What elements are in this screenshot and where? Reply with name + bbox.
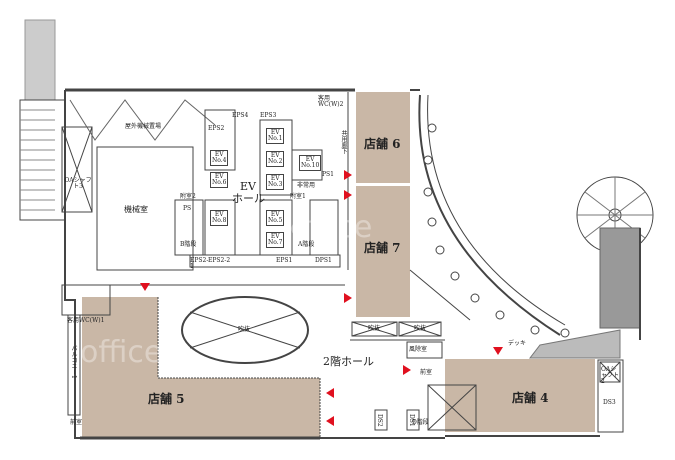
shaft-label: DS3	[603, 399, 616, 406]
anteroom1-label: 附室1	[290, 193, 306, 200]
elevator-label: EV	[214, 151, 224, 158]
oa-shaft3-label: OAシャフト3	[64, 177, 92, 190]
elevator-number: No.3	[268, 181, 283, 188]
void-label: 吹抜	[414, 325, 427, 332]
elevator-label: EV	[214, 211, 224, 218]
hall-label: 2階ホール	[323, 355, 374, 368]
store-7-area[interactable]	[356, 186, 410, 317]
elevator-label: EV	[214, 173, 224, 180]
shaft-label: EPS2	[208, 125, 225, 132]
store-6-area[interactable]	[356, 92, 410, 183]
deck-label: デッキ	[508, 340, 527, 347]
shaft-label: EPS3	[260, 112, 277, 119]
stair-d-label: D階段	[412, 419, 429, 426]
watermark: office	[290, 210, 373, 245]
balcony-label: バルコニー1	[70, 345, 77, 379]
elevator-label: EV	[270, 152, 280, 159]
elevator-number: No.8	[212, 217, 227, 224]
void-label: 吹抜	[238, 326, 251, 333]
store-4-area[interactable]	[445, 359, 595, 432]
shaft-label: DS1	[408, 414, 415, 427]
elevator-label: EV	[270, 175, 280, 182]
entrance-marker	[326, 416, 334, 426]
emergency-label: 非常用	[297, 182, 316, 189]
void-label: 吹抜	[368, 325, 381, 332]
elevator-label: EV	[270, 233, 280, 240]
elevator-number: No.2	[268, 158, 283, 165]
shaft-label: EPS2-2	[208, 257, 231, 264]
entrance-marker	[403, 365, 411, 375]
watermark: office	[80, 335, 163, 370]
shaft-label: PS	[183, 205, 192, 212]
stair-a-label: A階段	[298, 241, 315, 248]
anteroom-left-label: 前室	[70, 419, 83, 426]
entrance-marker	[344, 190, 352, 200]
entrance-marker	[140, 283, 150, 291]
anteroom-label: 前室	[420, 369, 433, 376]
shaft-label: EPS1	[276, 257, 293, 264]
shaft-label: EPS4	[232, 112, 249, 119]
elevator-number: No.5	[268, 217, 283, 224]
anteroom2-label: 附室2	[180, 193, 196, 200]
shaft-label: DS2	[376, 414, 383, 427]
store-6-label: 店舗 6	[364, 137, 401, 151]
elevator-label: EV	[270, 129, 280, 136]
elevator-number: No.6	[212, 179, 227, 186]
stair-b-label: B階段	[180, 241, 197, 248]
elevator-label: EV	[305, 156, 315, 163]
store-4-label: 店舗 4	[512, 391, 549, 405]
store-5-area-bottom[interactable]	[158, 378, 320, 437]
store-7-label: 店舗 7	[364, 241, 401, 255]
windbreak-label: 風除室	[409, 346, 428, 353]
entrance-marker	[493, 347, 503, 355]
ev-hall-label: EV	[240, 180, 256, 193]
outdoor-machine-label: 屋外機械置場	[125, 123, 162, 130]
ev-hall-label-2: ホール	[232, 192, 265, 205]
entrance-marker	[326, 388, 334, 398]
entrance-marker	[344, 293, 352, 303]
oa-shaft2-label: OAシャフト2	[601, 366, 620, 385]
wc-top-label: 客用WC(W)2	[318, 95, 344, 108]
store-5-label: 店舗 5	[148, 392, 185, 406]
corridor-label: 共用廊下	[340, 130, 347, 154]
shaft-label: EPS2-1	[190, 257, 209, 270]
store-5-area-left[interactable]	[82, 297, 158, 437]
entrance-marker	[344, 170, 352, 180]
wc-left-label: 客用WC(W)1	[67, 317, 105, 324]
elevator-label: EV	[270, 211, 280, 218]
elevator-number: No.4	[212, 157, 227, 164]
elevator-number: No.1	[268, 135, 283, 142]
elevator-number: No.10	[301, 162, 320, 169]
elevator-number: No.7	[268, 239, 283, 246]
shaft-label: PS1	[322, 171, 334, 178]
machine-room-label: 機械室	[124, 205, 148, 214]
shaft-label: DPS1	[315, 257, 332, 264]
